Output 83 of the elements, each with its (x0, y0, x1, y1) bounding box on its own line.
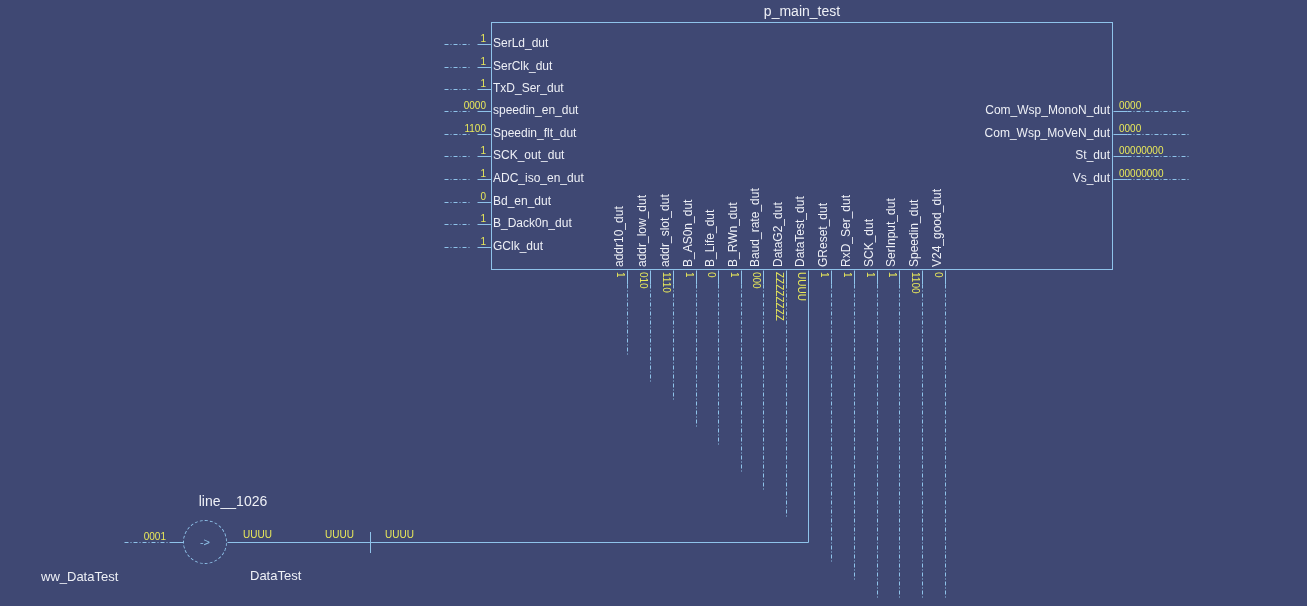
signal-value: 0 (706, 272, 717, 278)
signal-value: 1 (480, 168, 486, 179)
pin-name: RxD_Ser_dut (839, 194, 853, 267)
pin-name: speedin_en_dut (493, 103, 579, 117)
signal-value: 0 (480, 191, 486, 202)
pin-name: addr_slot_dut (658, 194, 672, 267)
signal-wire (741, 270, 742, 474)
pin-name: SerLd_dut (493, 36, 549, 50)
pin-name: SCK_dut (862, 218, 876, 267)
signal-wire (444, 179, 492, 180)
pin-name: addr_low_dut (635, 194, 649, 267)
signal-wire (786, 270, 787, 520)
pin-name: SCK_out_dut (493, 148, 565, 162)
signal-value: 0000 (1119, 123, 1142, 134)
signal-wire (444, 89, 492, 90)
signal-value: UUUU (796, 272, 807, 301)
signal-value: UUUU (325, 529, 354, 540)
signal-value: 00000000 (1119, 145, 1164, 156)
pin-name: Speedin_dut (907, 199, 921, 267)
signal-value: 1 (480, 78, 486, 89)
signal-value: 1 (819, 272, 830, 278)
signal-value: UUUU (243, 529, 272, 540)
pin-name: Com_Wsp_MonoN_dut (985, 103, 1110, 117)
pin-name: DataTest_dut (793, 196, 807, 267)
pin-name: Vs_dut (1072, 171, 1110, 185)
signal-value: 0000 (463, 100, 486, 111)
signal-value: UUUU (385, 529, 414, 540)
pin-name: Com_Wsp_MoVeN_dut (984, 126, 1110, 140)
pin-name: B_AS0n_dut (681, 199, 695, 267)
pin-name: Baud_rate_dut (748, 188, 762, 267)
pin-name: DataG2_dut (771, 202, 785, 267)
pin-name: Bd_en_dut (493, 194, 552, 208)
signal-value: 1100 (910, 272, 921, 294)
process-label: line__1026 (198, 493, 268, 510)
signal-value: 0 (933, 272, 944, 278)
pin-name: SerInput_dut (884, 198, 898, 267)
signal-value: 1 (480, 33, 486, 44)
pin-name: St_dut (1075, 148, 1110, 162)
pin-name: GReset_dut (816, 202, 830, 267)
signal-value: 1 (842, 272, 853, 278)
signal-value: 000 (751, 272, 762, 289)
signal-value: 1 (865, 272, 876, 278)
signal-wire (444, 134, 492, 135)
pin-name: ADC_iso_en_dut (493, 171, 584, 185)
signal-value: 1110 (661, 272, 672, 293)
signal-value: 1100 (464, 123, 486, 134)
signal-value: 0000 (1119, 100, 1142, 111)
signal-value: 1 (684, 272, 695, 278)
signal-value: 1 (887, 272, 898, 278)
signal-value: 1 (615, 272, 626, 278)
signal-wire (444, 67, 492, 68)
pin-name: TxD_Ser_dut (493, 81, 564, 95)
pin-name: B_Dack0n_dut (493, 216, 572, 230)
pin-name: SerClk_dut (493, 59, 553, 73)
signal-wire (444, 156, 492, 157)
signal-value: 1 (480, 213, 486, 224)
pin-name: GClk_dut (493, 239, 544, 253)
signal-value: ZZZZZZZZ (774, 272, 785, 321)
pin-name: B_Life_dut (703, 209, 717, 267)
process-symbol: -> (199, 536, 211, 548)
pin-name: addr10_dut (612, 206, 626, 267)
signal-wire (444, 44, 492, 45)
signal-wire (444, 202, 492, 203)
signal-name: ww_DataTest (41, 569, 119, 584)
signal-wire (696, 270, 697, 430)
signal-value: 00000000 (1119, 168, 1164, 179)
pin-name: V24_good_dut (930, 188, 944, 267)
signal-value: 010 (638, 272, 649, 289)
signal-wire (227, 270, 809, 543)
signal-wire (444, 224, 492, 225)
signal-value: 0001 (143, 531, 166, 542)
block-title: p_main_test (763, 3, 841, 20)
signal-wire (650, 270, 651, 384)
signal-value: 1 (729, 272, 740, 278)
signal-wire (444, 111, 492, 112)
pin-name: B_RWn_dut (726, 202, 740, 267)
pin-name: Speedin_flt_dut (493, 126, 577, 140)
signal-wire (444, 247, 492, 248)
signal-wire (124, 542, 184, 543)
signal-name: DataTest (250, 568, 302, 583)
signal-value: 1 (480, 145, 486, 156)
signal-value: 1 (480, 236, 486, 247)
signal-value: 1 (480, 56, 486, 67)
